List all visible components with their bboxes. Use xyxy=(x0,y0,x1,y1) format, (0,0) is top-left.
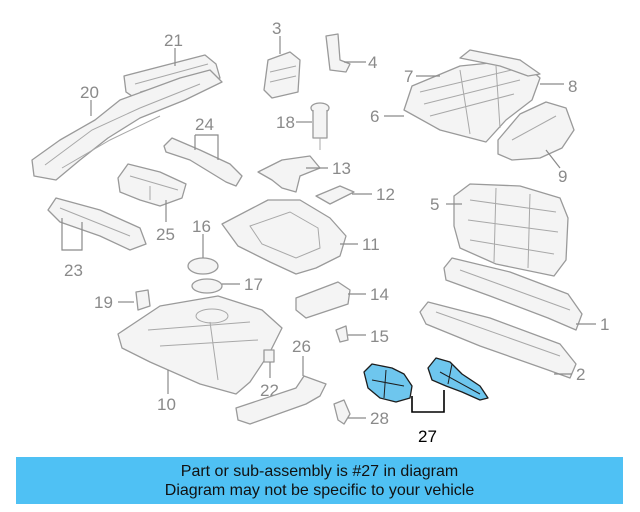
callout-13: 13 xyxy=(332,159,351,178)
part-14[interactable] xyxy=(295,281,351,319)
part-28[interactable] xyxy=(333,399,351,425)
callout-23: 23 xyxy=(64,261,83,280)
callout-4: 4 xyxy=(368,53,377,72)
banner-line-1: Part or sub-assembly is #27 in diagram xyxy=(180,462,459,480)
part-27-right[interactable] xyxy=(427,357,489,401)
callout-27: 27 xyxy=(418,427,437,446)
parts-diagram: 21 20 3 4 18 24 25 23 xyxy=(31,19,609,446)
callout-15: 15 xyxy=(370,327,389,346)
part-11[interactable] xyxy=(221,199,347,275)
callout-26: 26 xyxy=(292,337,311,356)
callout-10: 10 xyxy=(157,395,176,414)
callout-21: 21 xyxy=(164,31,183,50)
part-13[interactable] xyxy=(257,155,321,193)
part-10[interactable] xyxy=(117,295,283,395)
callout-1: 1 xyxy=(600,315,609,334)
callout-19: 19 xyxy=(94,293,113,312)
callout-5: 5 xyxy=(430,195,439,214)
part-7[interactable] xyxy=(459,49,541,77)
callout-20: 20 xyxy=(80,83,99,102)
callout-24: 24 xyxy=(195,115,214,134)
part-19[interactable] xyxy=(135,289,151,311)
part-23[interactable] xyxy=(47,197,147,251)
part-24[interactable] xyxy=(163,137,243,187)
callout-8: 8 xyxy=(568,77,577,96)
callout-7: 7 xyxy=(404,67,413,86)
callout-25: 25 xyxy=(156,225,175,244)
callout-6: 6 xyxy=(370,107,379,126)
callout-18: 18 xyxy=(276,113,295,132)
callout-9: 9 xyxy=(558,167,567,186)
part-22[interactable] xyxy=(263,349,275,363)
part-3[interactable] xyxy=(263,51,301,99)
part-5[interactable] xyxy=(453,183,569,277)
part-16[interactable] xyxy=(187,257,219,275)
part-25[interactable] xyxy=(117,163,187,207)
part-18[interactable] xyxy=(310,102,330,150)
part-4[interactable] xyxy=(325,33,351,73)
callout-2: 2 xyxy=(576,365,585,384)
part-1[interactable] xyxy=(443,257,583,331)
callout-14: 14 xyxy=(370,285,389,304)
part-9[interactable] xyxy=(497,101,575,161)
callout-28: 28 xyxy=(370,409,389,428)
callout-11: 11 xyxy=(362,235,380,254)
part-2[interactable] xyxy=(419,301,577,379)
part-27-left[interactable] xyxy=(363,363,413,403)
info-banner: Part or sub-assembly is #27 in diagram D… xyxy=(16,457,623,504)
callout-3: 3 xyxy=(272,19,281,38)
part-15[interactable] xyxy=(335,325,349,343)
callout-17: 17 xyxy=(244,275,263,294)
part-20[interactable] xyxy=(31,69,223,181)
callout-16: 16 xyxy=(192,217,211,236)
callout-12: 12 xyxy=(376,185,395,204)
banner-line-2: Diagram may not be specific to your vehi… xyxy=(164,481,475,499)
part-12[interactable] xyxy=(315,185,355,205)
part-26[interactable] xyxy=(235,375,327,425)
part-17[interactable] xyxy=(191,278,223,294)
